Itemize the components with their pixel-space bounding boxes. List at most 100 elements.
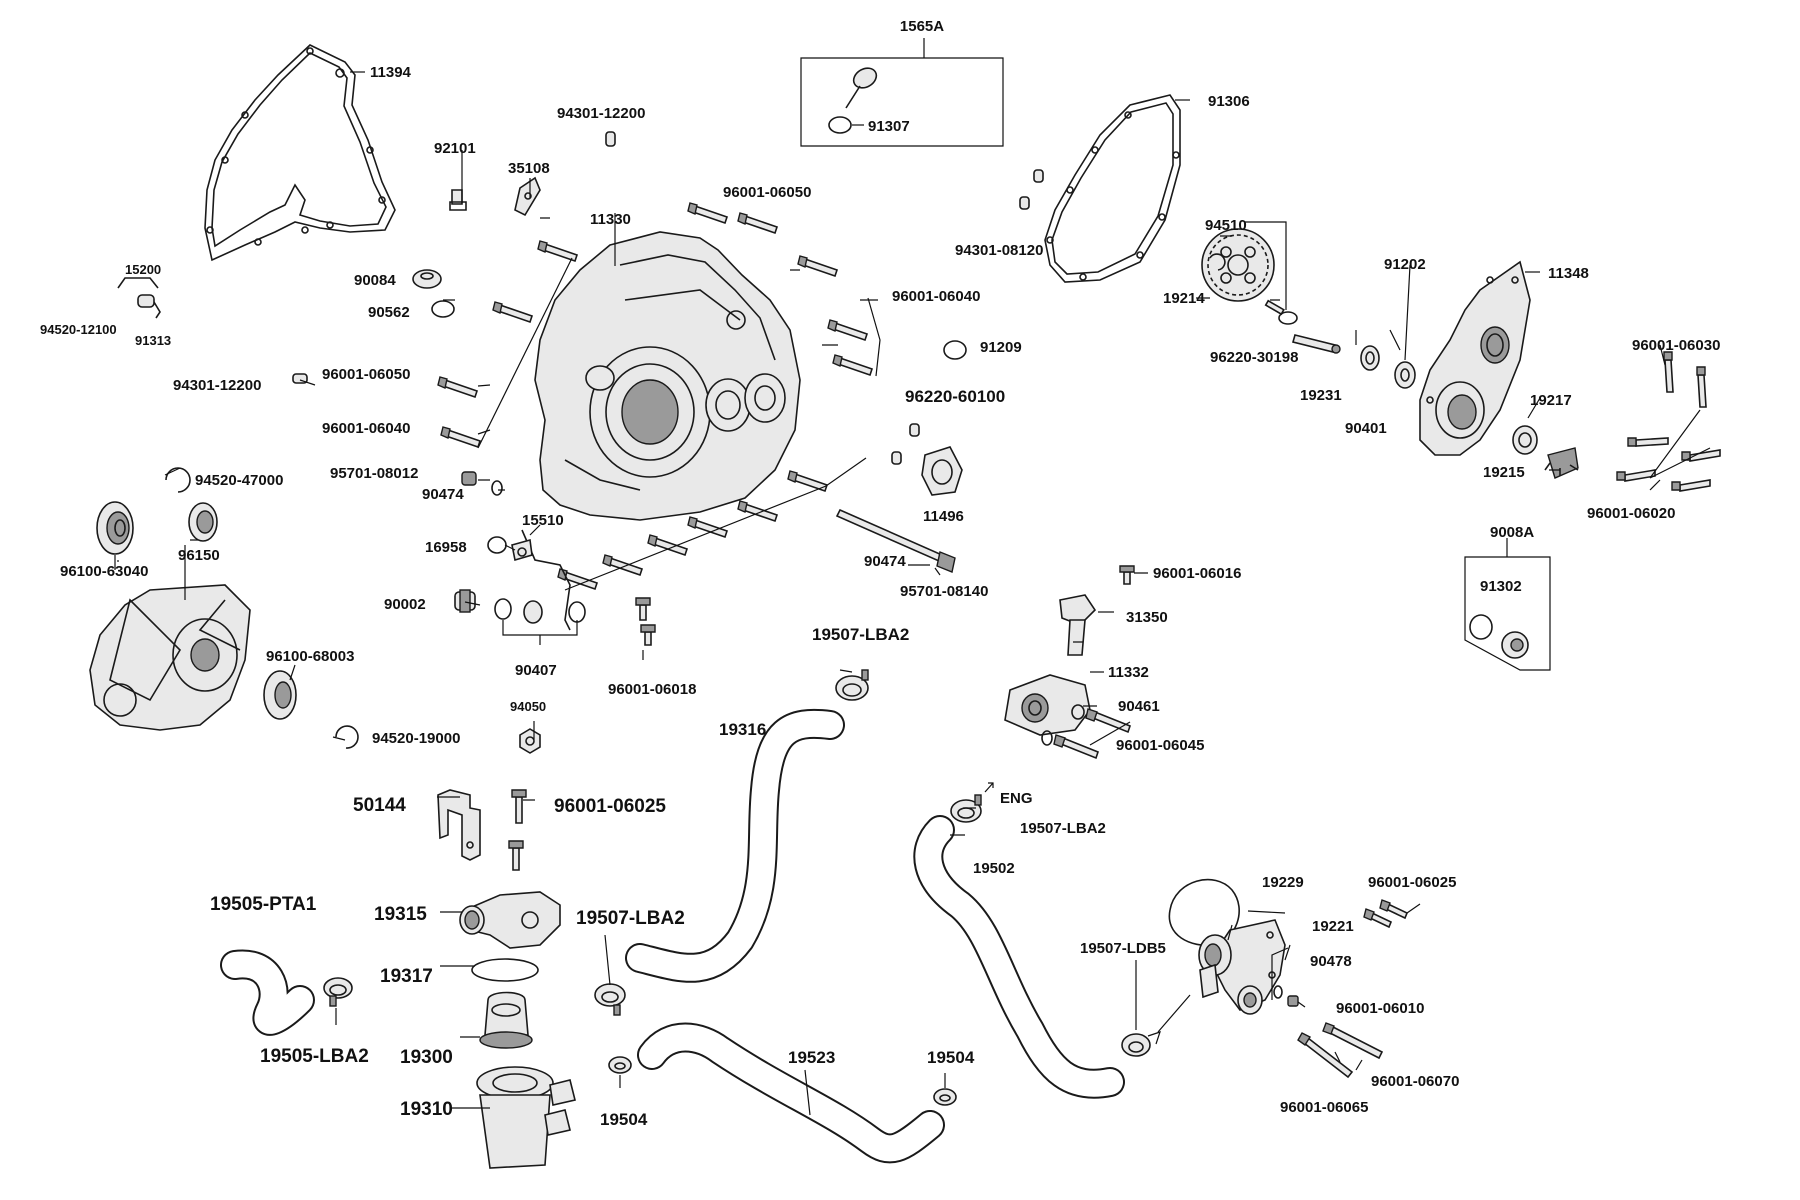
o-ring-91209-icon bbox=[943, 340, 967, 360]
callout-19502: 19502 bbox=[973, 860, 1015, 877]
callout-9008A: 9008A bbox=[1490, 524, 1534, 541]
bearing-96100-63040-icon bbox=[96, 501, 134, 555]
callout-19317: 19317 bbox=[380, 966, 433, 987]
callout-90084: 90084 bbox=[354, 272, 396, 289]
hose-clamp-eng-icon bbox=[950, 794, 982, 823]
callout-94050: 94050 bbox=[510, 699, 546, 714]
impeller-blades-icon bbox=[1544, 447, 1579, 479]
callout-19229: 19229 bbox=[1262, 874, 1304, 891]
callout-96220-30198: 96220-30198 bbox=[1210, 349, 1298, 366]
callout-96001-06050-left: 96001-06050 bbox=[322, 366, 410, 383]
callout-11394: 11394 bbox=[370, 64, 412, 81]
hose-19505-PTA1-icon bbox=[220, 949, 315, 1036]
callout-91313: 91313 bbox=[135, 333, 171, 348]
cover-plate-11496-icon bbox=[921, 446, 963, 496]
o-ring-19317-icon bbox=[471, 958, 539, 982]
banjo-bolt-90002-icon bbox=[454, 589, 476, 613]
hose-clamp-19504-right-icon bbox=[933, 1088, 957, 1106]
water-pump-body-icon bbox=[1198, 919, 1286, 1015]
callout-90461: 90461 bbox=[1118, 698, 1160, 715]
oil-pipe-icon bbox=[511, 529, 571, 631]
hose-19523-icon bbox=[637, 1022, 945, 1164]
pump-cover-icon bbox=[1419, 260, 1531, 456]
callout-91307: 91307 bbox=[868, 118, 910, 135]
callout-11348: 11348 bbox=[1548, 265, 1589, 282]
callout-96001-06040-left: 96001-06040 bbox=[322, 420, 410, 437]
callout-1565A: 1565A bbox=[900, 18, 944, 35]
callout-96001-06025-right: 96001-06025 bbox=[1368, 874, 1456, 891]
circlip-94520-47000-icon bbox=[165, 467, 191, 493]
callout-19316: 19316 bbox=[719, 720, 766, 739]
callout-19217: 19217 bbox=[1530, 392, 1572, 409]
pin-96220-30198-icon bbox=[1264, 299, 1285, 316]
callout-35108: 35108 bbox=[508, 160, 550, 177]
nut-94050-icon bbox=[519, 728, 541, 754]
crankcase-cover-icon bbox=[534, 231, 801, 521]
pump-shaft-icon bbox=[1292, 334, 1341, 354]
cover-bolts-icon bbox=[437, 202, 874, 591]
filler-cap-icon bbox=[845, 67, 878, 109]
plug-95701-08012-icon bbox=[461, 471, 477, 486]
callout-96100-63040: 96100-63040 bbox=[60, 563, 148, 580]
callout-11330: 11330 bbox=[590, 211, 631, 228]
callout-96220-60100: 96220-60100 bbox=[905, 387, 1005, 406]
washer-16958-icon bbox=[487, 536, 507, 554]
callout-16958: 16958 bbox=[425, 539, 467, 556]
bolts-96001-06070-icon bbox=[1297, 1022, 1384, 1079]
callout-19507-LBA2-top: 19507-LBA2 bbox=[812, 625, 909, 644]
bolt-92101-icon bbox=[449, 189, 467, 211]
callout-19504-left: 19504 bbox=[600, 1110, 648, 1129]
callout-19310: 19310 bbox=[400, 1099, 453, 1120]
bracket-35108-icon bbox=[514, 176, 541, 217]
callout-90474-right: 90474 bbox=[864, 553, 906, 570]
callout-96001-06018: 96001-06018 bbox=[608, 681, 696, 698]
washer-90474-left-icon bbox=[491, 480, 503, 496]
hose-19316-icon bbox=[625, 708, 845, 983]
bracket-50144-icon bbox=[437, 789, 481, 861]
callout-91302: 91302 bbox=[1480, 578, 1522, 595]
callout-96001-06030: 96001-06030 bbox=[1632, 337, 1720, 354]
callout-96100-68003: 96100-68003 bbox=[266, 648, 354, 665]
callout-95701-08012: 95701-08012 bbox=[330, 465, 418, 482]
callout-96001-06065: 96001-06065 bbox=[1280, 1099, 1368, 1116]
thermostat-19300-icon bbox=[479, 991, 533, 1049]
callout-19315: 19315 bbox=[374, 904, 427, 925]
seal-96100-68003-icon bbox=[263, 670, 297, 720]
eng-arrow-icon bbox=[984, 782, 994, 793]
callout-96001-06025-left: 96001-06025 bbox=[554, 796, 666, 817]
callout-96001-06010: 96001-06010 bbox=[1336, 1000, 1424, 1017]
callout-19505-PTA1: 19505-PTA1 bbox=[210, 894, 317, 915]
callout-19221: 19221 bbox=[1312, 918, 1354, 935]
bolts-96001-06025-right-icon bbox=[1363, 899, 1409, 929]
hose-clamp-top-icon bbox=[835, 669, 869, 701]
callout-19507-LBA2-right: 19507-LBA2 bbox=[1020, 820, 1106, 837]
long-bolt-icon bbox=[835, 508, 956, 573]
callout-96001-06020: 96001-06020 bbox=[1587, 505, 1675, 522]
callout-94301-12200-top: 94301-12200 bbox=[557, 105, 645, 122]
o-ring-91307-icon bbox=[828, 116, 852, 134]
thermostat-housing-11332-icon bbox=[1004, 674, 1091, 736]
callout-19507-LDB5: 19507-LDB5 bbox=[1080, 940, 1166, 957]
washer-90562-icon bbox=[431, 300, 455, 318]
callout-19504-right: 19504 bbox=[927, 1048, 975, 1067]
clutch-cover-gasket-icon bbox=[204, 44, 396, 262]
callout-90562: 90562 bbox=[368, 304, 410, 321]
callout-11496: 11496 bbox=[923, 508, 964, 525]
callout-96150: 96150 bbox=[178, 547, 220, 564]
callout-91202: 91202 bbox=[1384, 256, 1426, 273]
callout-11332: 11332 bbox=[1108, 664, 1149, 681]
hose-clamp-19507-LDB5-icon bbox=[1121, 1033, 1151, 1057]
gasket-19229-icon bbox=[1168, 878, 1240, 947]
cap-9008A-icon bbox=[1501, 631, 1529, 659]
circlip-94510-icon bbox=[1209, 253, 1226, 271]
dowel-pins-right-icon bbox=[1033, 169, 1044, 183]
callout-19231: 19231 bbox=[1300, 387, 1342, 404]
snap-ring-icon bbox=[1278, 311, 1298, 325]
callout-19300: 19300 bbox=[400, 1047, 453, 1068]
callout-95701-08140: 95701-08140 bbox=[900, 583, 988, 600]
bolts-96001-06018-icon bbox=[635, 597, 656, 646]
callout-94520-19000: 94520-19000 bbox=[372, 730, 460, 747]
hose-19502-icon bbox=[913, 815, 1125, 1099]
bolt-96001-06016-icon bbox=[1119, 565, 1135, 585]
